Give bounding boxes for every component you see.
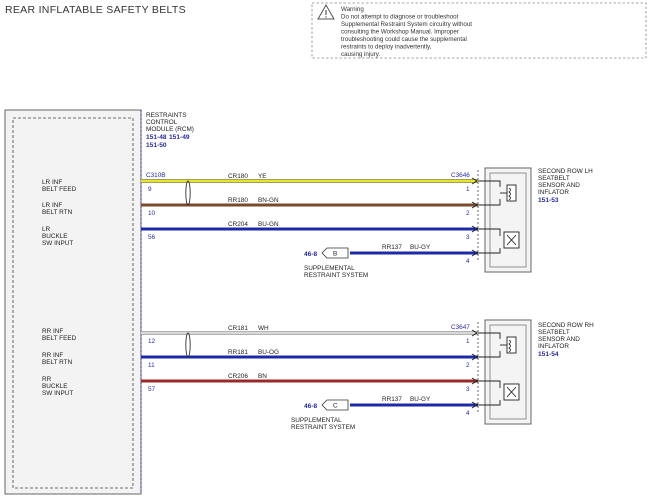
sensor-label: SEATBELT [538,175,570,182]
page-title: REAR INFLATABLE SAFETY BELTS [5,4,186,16]
rcm-pin-number: 12 [148,338,156,345]
rcm-pin-label: RR [42,376,52,383]
rcm-label: CONTROL [146,119,178,126]
rcm-pin-label: RR INF [42,352,63,359]
warning-line: consulting the Workshop Manual. Improper [341,29,459,36]
rcm-label: RESTRAINTS [146,112,186,119]
circuit-color-code: BU-GN [258,221,279,228]
rcm-ref-link[interactable]: 151-48 [146,134,167,141]
sensor-pin-number: 3 [466,234,470,241]
rcm-pin-number: 56 [148,234,156,241]
sensor-pin-number: 1 [466,186,470,193]
rcm-pin-label: LR [42,226,51,233]
circuit-color-code: BU-GY [410,396,431,403]
circuit-color-code: BU-OG [258,349,279,356]
supplemental-label: RESTRAINT SYSTEM [304,272,368,279]
connector-pin-icon [471,177,478,257]
circuit-id: CR181 [228,325,248,332]
sensor-connector-label: C3647 [451,324,470,331]
rcm-module [4,109,142,495]
sensor-lh[interactable] [478,167,532,273]
supplemental-connector-c[interactable]: 46-8 C [304,399,349,411]
sensor-label: SECOND ROW LH [538,168,593,175]
rcm-pin-label: SW INPUT [42,240,73,247]
rcm-pin-label: RR INF [42,328,63,335]
rcm-pin-label: BUCKLE [42,233,68,240]
circuit-color-code: WH [258,325,269,332]
inflator-icon [478,380,520,406]
sensor-pin-number: 2 [466,210,470,217]
rcm-pin-label: SW INPUT [42,390,73,397]
warning-line: causing injury. [341,51,380,58]
supplemental-connector-letter: B [333,251,337,258]
sensor-pin-number: 1 [466,338,470,345]
circuit-id: RR180 [228,197,248,204]
twisted-pair-marker [185,180,191,206]
supplemental-label: SUPPLEMENTAL [291,417,342,424]
supplemental-connector-letter: C [333,403,338,410]
supplemental-ref-link[interactable]: 46-8 [304,403,318,410]
rcm-pin-number: 11 [148,362,155,369]
sensor-pin-number: 4 [466,258,470,265]
twisted-pair-marker [185,332,191,358]
warning-line: Do not attempt to diagnose or troublesho… [341,14,459,21]
sensor-ref-link[interactable]: 151-53 [538,197,559,204]
circuit-id: RR137 [382,244,402,251]
sensor-label: SEATBELT [538,329,570,336]
warning-triangle-icon [317,3,335,20]
rcm-pin-label: LR INF [42,202,62,209]
sensor-ref-link[interactable]: 151-54 [538,351,559,358]
warning-line: Supplemental Restraint System circuitry … [341,21,472,28]
circuit-id: CR204 [228,221,248,228]
rcm-pin-number: 57 [148,386,156,393]
rcm-pin-label: BELT RTN [42,209,73,216]
circuit-color-code: YE [258,173,267,180]
sensor-label: SENSOR AND [538,336,580,343]
rcm-label: MODULE (RCM) [146,126,194,133]
supplemental-ref-link[interactable]: 46-8 [304,251,318,258]
seatbelt-switch-icon [500,184,517,202]
sensor-connector-label: C3646 [451,172,470,179]
circuit-id: CR206 [228,373,248,380]
inflator-icon [478,228,520,254]
circuit-color-code: BN-GN [258,197,279,204]
rcm-pin-label: BELT RTN [42,359,73,366]
sensor-label: SECOND ROW RH [538,322,594,329]
rcm-ref-link[interactable]: 151-49 [169,134,190,141]
rcm-pin-label: BELT FEED [42,335,77,342]
circuit-color-code: BU-GY [410,244,431,251]
sensor-pin-number: 2 [466,362,470,369]
warning-line: troubleshooting could cause the suppleme… [341,36,467,43]
circuit-color-code: BN [258,373,267,380]
rcm-pin-number: 10 [148,210,156,217]
rcm-ref-link[interactable]: 151-50 [146,142,167,149]
warning-box: Warning Do not attempt to diagnose or tr… [311,2,647,59]
connector-pin-icon [471,329,478,409]
sensor-pin-number: 4 [466,410,470,417]
rcm-pin-number: 9 [148,186,152,193]
warning-line: restraints to deploy inadvertently, [341,44,432,51]
sensor-label: INFLATOR [538,343,569,350]
sensor-rh[interactable] [478,319,532,425]
warning-heading: Warning [341,6,364,13]
rcm-pin-label: BELT FEED [42,186,77,193]
circuit-id: RR181 [228,349,248,356]
circuit-id: CR180 [228,173,248,180]
rcm-connector-label: C310B [146,172,166,179]
supplemental-label: RESTRAINT SYSTEM [291,424,355,431]
circuit-id: RR137 [382,396,402,403]
sensor-label: INFLATOR [538,189,569,196]
supplemental-label: SUPPLEMENTAL [304,265,355,272]
rcm-pin-label: BUCKLE [42,383,68,390]
sensor-label: SENSOR AND [538,182,580,189]
rcm-pin-label: LR INF [42,179,62,186]
sensor-pin-number: 3 [466,386,470,393]
supplemental-connector-b[interactable]: 46-8 B [304,247,349,259]
seatbelt-switch-icon [500,336,517,354]
